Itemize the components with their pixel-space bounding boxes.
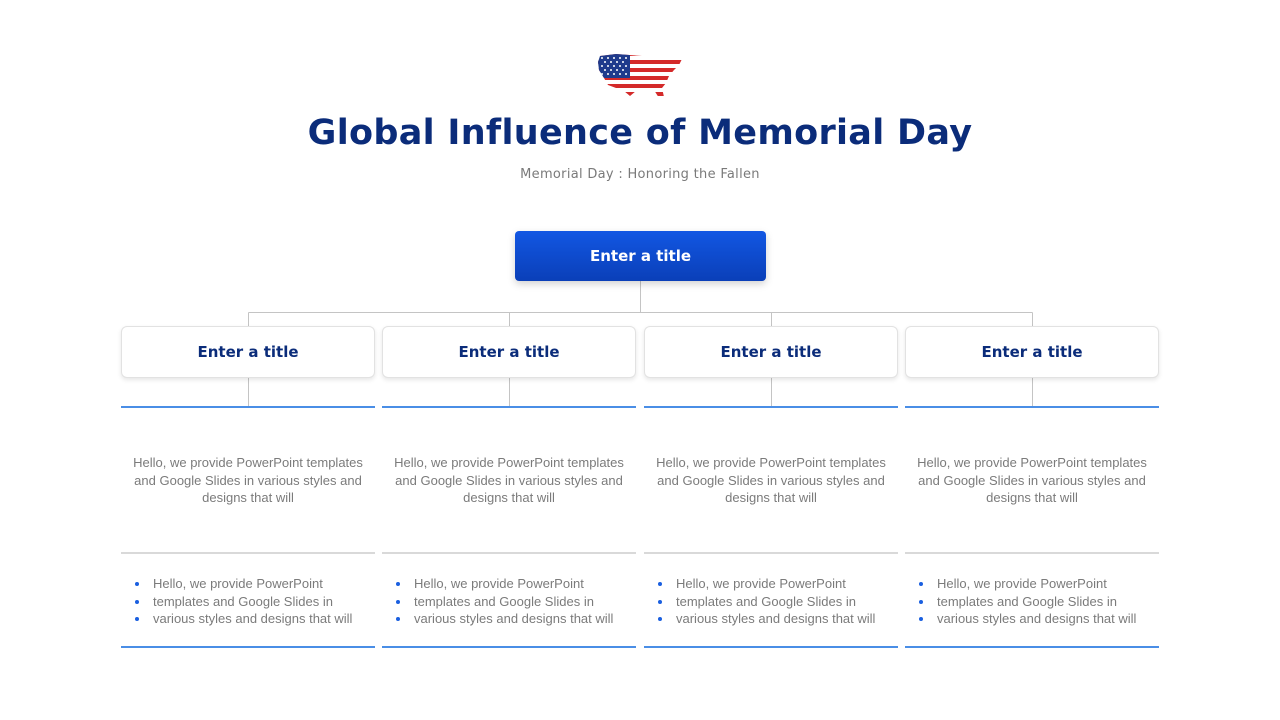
us-flag-map-icon [598, 54, 682, 98]
root-node: Enter a title [515, 231, 766, 281]
bullet-item: templates and Google Slides in [396, 593, 632, 611]
bullet-item: templates and Google Slides in [919, 593, 1155, 611]
column-description: Hello, we provide PowerPoint templates a… [133, 455, 363, 505]
column-description: Hello, we provide PowerPoint templates a… [656, 455, 886, 505]
column-title-card: Enter a title [644, 326, 898, 378]
bullet-list: Hello, we provide PowerPoint templates a… [135, 575, 371, 628]
column-description: Hello, we provide PowerPoint templates a… [917, 455, 1147, 505]
bullet-list: Hello, we provide PowerPoint templates a… [396, 575, 632, 628]
page-subtitle: Memorial Day : Honoring the Fallen [520, 167, 760, 182]
divider-line [905, 552, 1159, 554]
divider-line [905, 646, 1159, 648]
column-title-card: Enter a title [382, 326, 636, 378]
divider-line [382, 646, 636, 648]
divider-line [382, 552, 636, 554]
column-1: Enter a title Hello, we provide PowerPoi… [121, 0, 375, 720]
divider-line [121, 646, 375, 648]
bullet-item: various styles and designs that will [658, 610, 894, 628]
column-description: Hello, we provide PowerPoint templates a… [394, 455, 624, 505]
bullet-list: Hello, we provide PowerPoint templates a… [919, 575, 1155, 628]
column-3: Enter a title Hello, we provide PowerPoi… [644, 0, 898, 720]
column-title-card: Enter a title [905, 326, 1159, 378]
column-2: Enter a title Hello, we provide PowerPoi… [382, 0, 636, 720]
bullet-item: various styles and designs that will [919, 610, 1155, 628]
column-title-card: Enter a title [121, 326, 375, 378]
page-title: Global Influence of Memorial Day [307, 113, 973, 153]
bullet-item: various styles and designs that will [135, 610, 371, 628]
divider-line [644, 646, 898, 648]
bullet-item: templates and Google Slides in [135, 593, 371, 611]
divider-line [121, 552, 375, 554]
bullet-item: Hello, we provide PowerPoint [135, 575, 371, 593]
divider-line [121, 406, 375, 408]
bullet-item: Hello, we provide PowerPoint [658, 575, 894, 593]
divider-line [905, 406, 1159, 408]
divider-line [644, 406, 898, 408]
bullet-list: Hello, we provide PowerPoint templates a… [658, 575, 894, 628]
bullet-item: Hello, we provide PowerPoint [919, 575, 1155, 593]
divider-line [382, 406, 636, 408]
bullet-item: Hello, we provide PowerPoint [396, 575, 632, 593]
column-4: Enter a title Hello, we provide PowerPoi… [905, 0, 1159, 720]
bullet-item: various styles and designs that will [396, 610, 632, 628]
divider-line [644, 552, 898, 554]
bullet-item: templates and Google Slides in [658, 593, 894, 611]
